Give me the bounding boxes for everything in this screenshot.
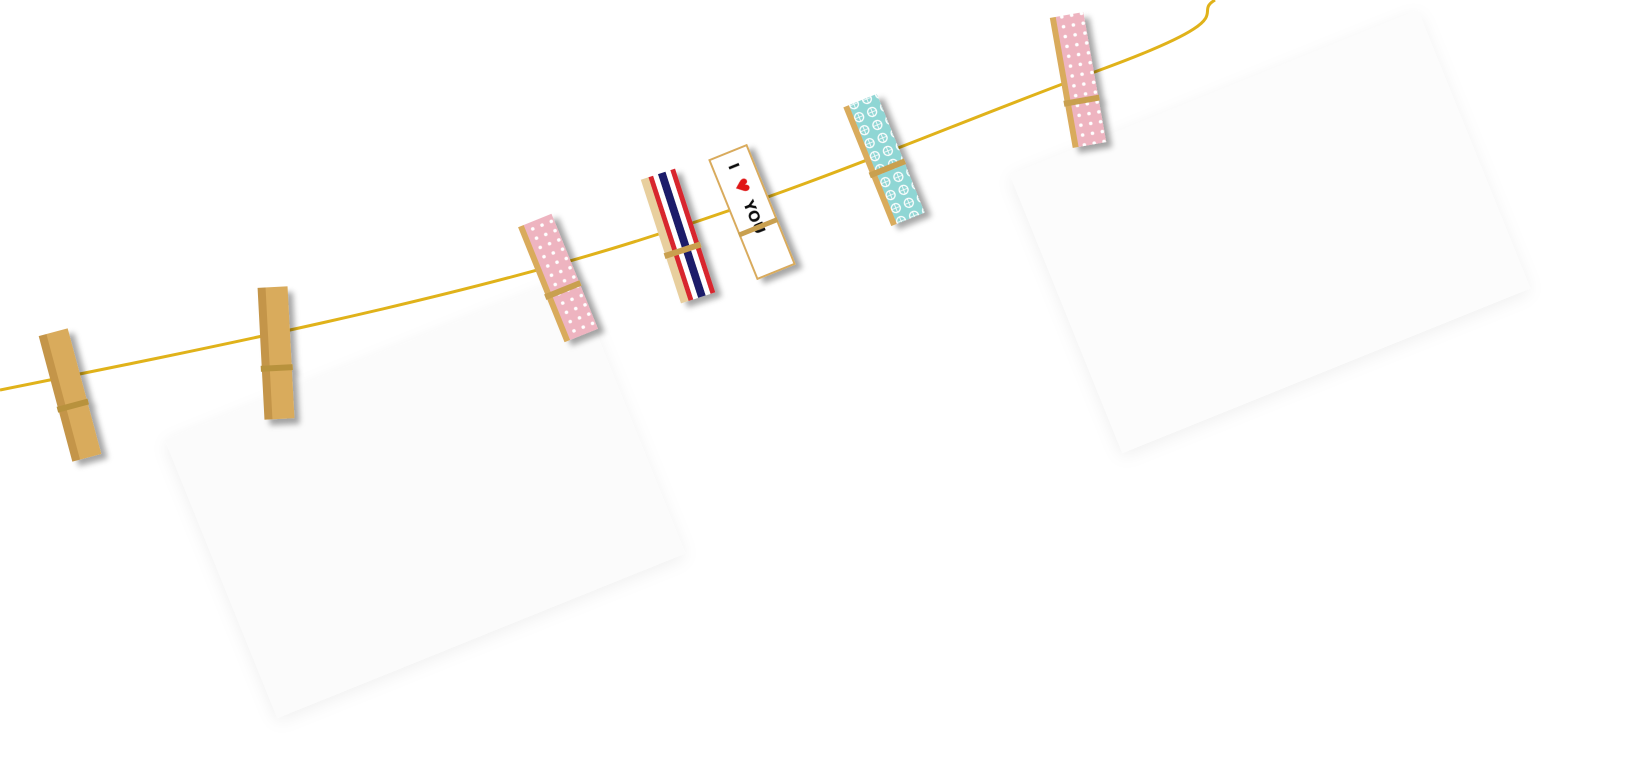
clothespin-wood-2 <box>257 286 295 420</box>
heart-icon: ♥ <box>728 175 754 198</box>
clothespin-wood-1 <box>38 328 102 462</box>
blank-paper-left <box>165 275 686 719</box>
clothespin-i-love-you: I ♥ YOU <box>708 143 796 281</box>
clothespin-flag-stripes <box>640 168 716 304</box>
blank-paper-right <box>1010 10 1531 454</box>
clothespin-teal-pattern <box>843 93 925 227</box>
clothespin-pink-dots-2 <box>1049 12 1107 148</box>
pin-text-i: I <box>724 160 743 172</box>
clothespin-pink-dots-1 <box>518 213 598 343</box>
